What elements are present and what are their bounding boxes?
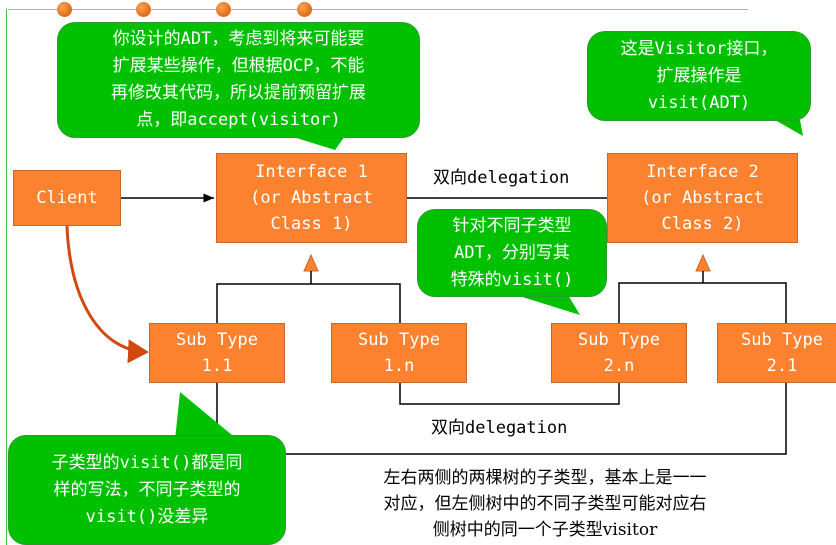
correspondence-note: 左右两侧的两棵树的子类型，基本上是一一 对应，但左侧树中的不同子类型可能对应右 … xyxy=(383,468,707,540)
visitor-note-bubble: 这是Visitor接口， 扩展操作是 visit(ADT) xyxy=(587,31,811,121)
subtype-2-1-box[interactable]: Sub Type 2.1 xyxy=(717,323,836,383)
subtype-delegation-line-inner xyxy=(399,383,620,405)
interface2-box[interactable]: Interface 2 (or Abstract Class 2) xyxy=(607,153,798,243)
subtype-delegation-line-outer xyxy=(216,383,787,455)
decor-dot xyxy=(136,2,151,17)
same-visit-note-bubble: 子类型的visit()都是同 样的写法，不同子类型的 visit()没差异 xyxy=(8,435,286,545)
client-box[interactable]: Client xyxy=(13,170,121,226)
tree2-branch xyxy=(618,282,787,323)
frame-top-border xyxy=(8,9,748,10)
decor-dot xyxy=(57,2,72,17)
client-to-subtype11-arrow xyxy=(65,225,149,364)
subtype-1-1-box[interactable]: Sub Type 1.1 xyxy=(149,323,285,383)
decor-dot xyxy=(297,2,312,17)
subtype-1-n-box[interactable]: Sub Type 1.n xyxy=(331,323,467,383)
decor-dot xyxy=(216,2,231,17)
bubble-tail-visitor xyxy=(775,120,803,136)
delegation-label-bottom: 双向delegation xyxy=(431,418,568,438)
subtype-2-n-box[interactable]: Sub Type 2.n xyxy=(551,323,687,383)
tree1-branch xyxy=(216,283,401,323)
subtype-visit-note-bubble: 针对不同子类型 ADT，分别写其 特殊的visit() xyxy=(417,209,607,297)
interface1-box[interactable]: Interface 1 (or Abstract Class 1) xyxy=(216,153,407,243)
bubble-tail-adt xyxy=(290,136,345,150)
delegation-label-top: 双向delegation xyxy=(433,168,570,188)
adt-note-bubble: 你设计的ADT，考虑到将来可能要 扩展某些操作，但根据OCP，不能 再修改其代码… xyxy=(57,22,420,138)
frame-left-border xyxy=(6,9,7,545)
bubble-tail-same-visit xyxy=(175,392,238,440)
